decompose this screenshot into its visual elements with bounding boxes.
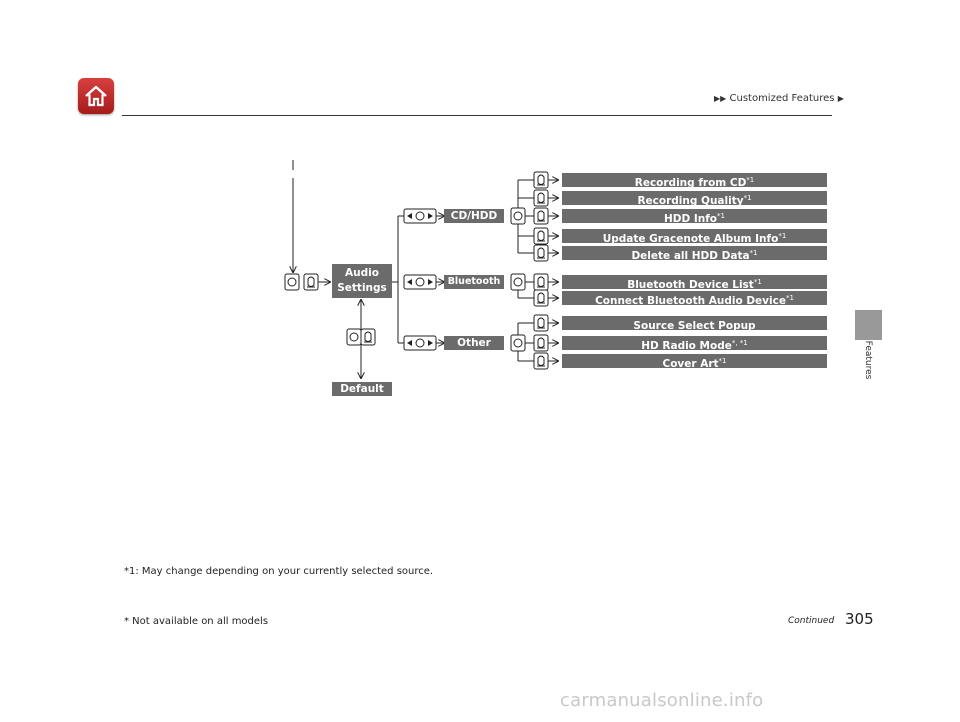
item-footnote-mark: *1 bbox=[753, 278, 762, 286]
audio-settings-line1: Audio bbox=[345, 267, 379, 279]
press-icon bbox=[533, 273, 549, 291]
item-label: Connect Bluetooth Audio Device bbox=[595, 295, 786, 307]
rotate-icon bbox=[403, 208, 437, 224]
press-icon bbox=[360, 328, 376, 346]
item-hdd-info[interactable]: HDD Info*1 bbox=[562, 209, 827, 225]
home-icon bbox=[85, 85, 107, 107]
press-icon bbox=[533, 334, 549, 352]
footnote: *1: May change depending on your current… bbox=[124, 566, 434, 577]
press-icon bbox=[533, 244, 549, 262]
item-delete-hdd-data[interactable]: Delete all HDD Data*1 bbox=[562, 246, 827, 262]
breadcrumb-link[interactable]: Customized Features bbox=[729, 93, 835, 104]
item-footnote-mark: *, *1 bbox=[731, 339, 748, 347]
press-icon bbox=[533, 207, 549, 225]
press-icon bbox=[303, 273, 319, 291]
item-update-gracenote[interactable]: Update Gracenote Album Info*1 bbox=[562, 229, 827, 245]
item-recording-quality[interactable]: Recording Quality*1 bbox=[562, 191, 827, 207]
item-footnote-mark: *1 bbox=[718, 357, 727, 365]
group-cd-hdd[interactable]: CD/HDD bbox=[444, 209, 504, 223]
header-rule bbox=[122, 115, 832, 116]
item-label: Update Gracenote Album Info bbox=[602, 233, 779, 245]
press-icon bbox=[533, 314, 549, 332]
press-icon bbox=[533, 171, 549, 189]
audio-settings-line2: Settings bbox=[337, 282, 387, 294]
breadcrumb-arrows-icon: ▶▶ bbox=[714, 94, 727, 103]
default-box[interactable]: Default bbox=[332, 382, 392, 396]
item-label: Recording from CD bbox=[634, 177, 747, 189]
item-label: Cover Art bbox=[662, 358, 719, 370]
item-footnote-mark: *1 bbox=[749, 249, 758, 257]
item-label: Recording Quality bbox=[637, 195, 744, 207]
knob-icon bbox=[510, 334, 526, 352]
rotate-icon bbox=[403, 335, 437, 351]
press-icon bbox=[533, 227, 549, 245]
not-available-note: * Not available on all models bbox=[124, 616, 269, 627]
press-icon bbox=[533, 289, 549, 307]
item-bluetooth-device-list[interactable]: Bluetooth Device List*1 bbox=[562, 275, 827, 291]
knob-icon bbox=[284, 273, 300, 291]
knob-icon bbox=[346, 328, 362, 346]
group-other[interactable]: Other bbox=[444, 336, 504, 350]
breadcrumb-arrow-icon: ▶ bbox=[837, 94, 844, 103]
rotate-icon bbox=[403, 274, 437, 290]
item-footnote-mark: *1 bbox=[746, 176, 755, 184]
knob-icon bbox=[510, 207, 526, 225]
press-icon bbox=[533, 189, 549, 207]
item-hd-radio-mode[interactable]: HD Radio Mode*, *1 bbox=[562, 336, 827, 352]
item-cover-art[interactable]: Cover Art*1 bbox=[562, 354, 827, 370]
item-label: HD Radio Mode bbox=[641, 340, 732, 352]
item-connect-bluetooth-audio[interactable]: Connect Bluetooth Audio Device*1 bbox=[562, 291, 827, 307]
item-footnote-mark: *1 bbox=[743, 194, 752, 202]
press-icon bbox=[533, 352, 549, 370]
item-recording-from-cd[interactable]: Recording from CD*1 bbox=[562, 173, 827, 189]
item-footnote-mark: *1 bbox=[778, 232, 787, 240]
watermark: carmanualsonline.info bbox=[560, 690, 764, 711]
home-button[interactable] bbox=[78, 78, 114, 114]
item-label: Bluetooth Device List bbox=[627, 279, 754, 291]
knob-icon bbox=[510, 273, 526, 291]
item-label: HDD Info bbox=[663, 213, 718, 225]
continued-label: Continued bbox=[788, 616, 835, 626]
audio-settings-box[interactable]: Audio Settings bbox=[332, 264, 392, 298]
item-footnote-mark: *1 bbox=[785, 294, 794, 302]
item-footnote-mark: *1 bbox=[717, 212, 725, 220]
item-source-select-popup[interactable]: Source Select Popup bbox=[562, 316, 827, 332]
item-label: Delete all HDD Data bbox=[631, 250, 750, 262]
breadcrumb[interactable]: ▶▶ Customized Features ▶ bbox=[714, 93, 844, 104]
page-number: 305 bbox=[845, 610, 874, 628]
item-label: Source Select Popup bbox=[633, 320, 756, 332]
group-bluetooth[interactable]: Bluetooth bbox=[444, 275, 504, 289]
section-tab[interactable] bbox=[855, 310, 882, 340]
